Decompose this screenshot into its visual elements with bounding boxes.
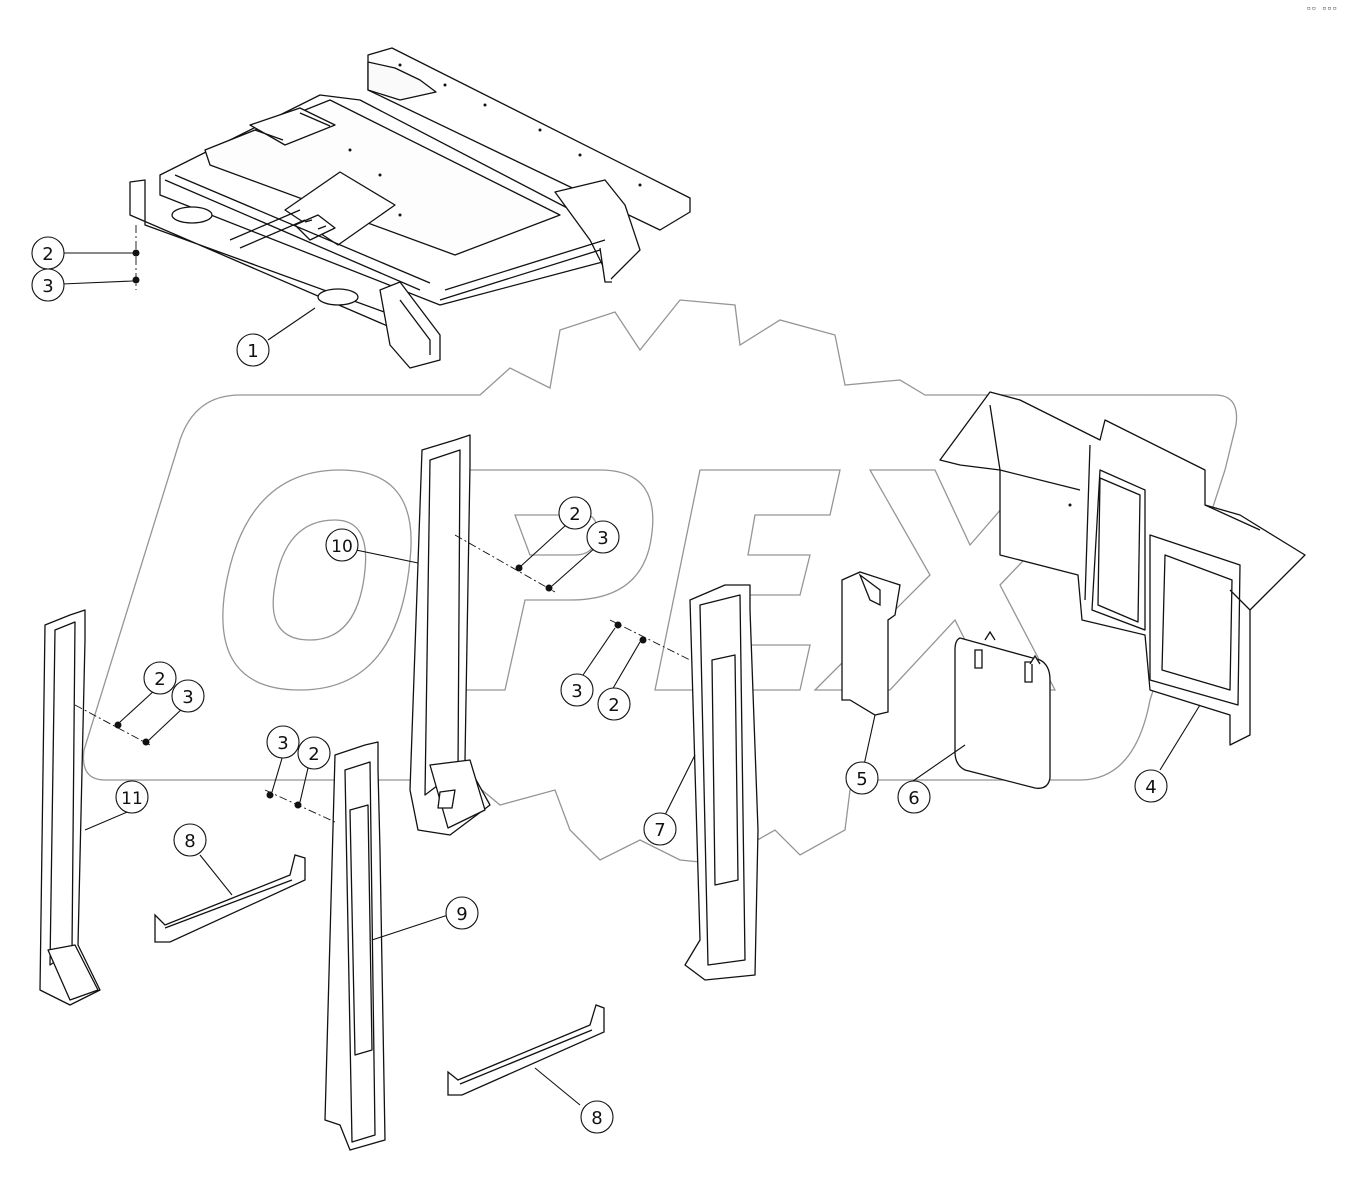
callout-2-pillar9: 2 bbox=[297, 736, 331, 770]
callout-1-label: 1 bbox=[247, 341, 258, 362]
callout-10-label: 10 bbox=[331, 537, 353, 557]
callout-2-roof-label: 2 bbox=[42, 244, 53, 265]
callout-3-pillar9: 3 bbox=[266, 725, 300, 759]
small-panel-part-5 bbox=[841, 571, 901, 716]
callout-2-pillar11: 2 bbox=[143, 661, 177, 695]
callout-3-pillar11-label: 3 bbox=[182, 687, 193, 708]
mat-panel-part-6 bbox=[954, 630, 1051, 789]
callout-2-pillar10-label: 2 bbox=[569, 504, 580, 525]
callout-4: 4 bbox=[1134, 769, 1168, 803]
callout-3-pillar7: 3 bbox=[560, 673, 594, 707]
pillar-part-7 bbox=[684, 584, 759, 981]
callout-2-pillar10: 2 bbox=[558, 496, 592, 530]
callout-7-label: 7 bbox=[654, 820, 665, 841]
callout-9-label: 9 bbox=[456, 904, 467, 925]
callout-8-upper-label: 8 bbox=[184, 831, 195, 852]
corner-mark: ▫▫ ▫▫▫ bbox=[1306, 4, 1338, 12]
callout-1: 1 bbox=[236, 333, 270, 367]
fasteners bbox=[114, 249, 647, 809]
callout-9: 9 bbox=[445, 896, 479, 930]
callout-2-pillar7: 2 bbox=[597, 687, 631, 721]
callout-2-pillar7-label: 2 bbox=[608, 695, 619, 716]
rear-panel-part-4 bbox=[939, 391, 1306, 746]
centerlines bbox=[74, 225, 691, 823]
callout-3-roof-label: 3 bbox=[42, 276, 53, 297]
callout-5: 5 bbox=[845, 761, 879, 795]
callout-6-label: 6 bbox=[908, 788, 919, 809]
callout-11: 11 bbox=[115, 780, 149, 814]
callout-10: 10 bbox=[325, 528, 359, 562]
callout-6: 6 bbox=[897, 780, 931, 814]
trim-strip-part-8-lower bbox=[447, 1004, 605, 1096]
opex-watermark bbox=[82, 299, 1238, 866]
callout-2-pillar9-label: 2 bbox=[308, 744, 319, 765]
callout-3-pillar9-label: 3 bbox=[277, 733, 288, 754]
callout-7: 7 bbox=[643, 812, 677, 846]
callout-2-roof: 2 bbox=[31, 236, 65, 270]
callout-3-pillar10: 3 bbox=[586, 520, 620, 554]
callout-8-lower-label: 8 bbox=[591, 1108, 602, 1129]
callout-11-label: 11 bbox=[121, 789, 143, 809]
trim-strip-part-8-upper bbox=[154, 854, 306, 943]
callout-3-roof: 3 bbox=[31, 268, 65, 302]
callout-4-label: 4 bbox=[1145, 777, 1156, 798]
roof-panel-part-1 bbox=[129, 47, 691, 369]
pillar-part-9 bbox=[324, 741, 386, 1151]
callout-3-pillar11: 3 bbox=[171, 679, 205, 713]
pillar-part-11 bbox=[39, 609, 101, 1006]
callout-5-label: 5 bbox=[856, 769, 867, 790]
callout-3-pillar7-label: 3 bbox=[571, 681, 582, 702]
callout-2-pillar11-label: 2 bbox=[154, 669, 165, 690]
pillar-part-10 bbox=[409, 434, 491, 836]
callout-8-upper: 8 bbox=[173, 823, 207, 857]
callout-3-pillar10-label: 3 bbox=[597, 528, 608, 549]
callout-8-lower: 8 bbox=[580, 1100, 614, 1134]
